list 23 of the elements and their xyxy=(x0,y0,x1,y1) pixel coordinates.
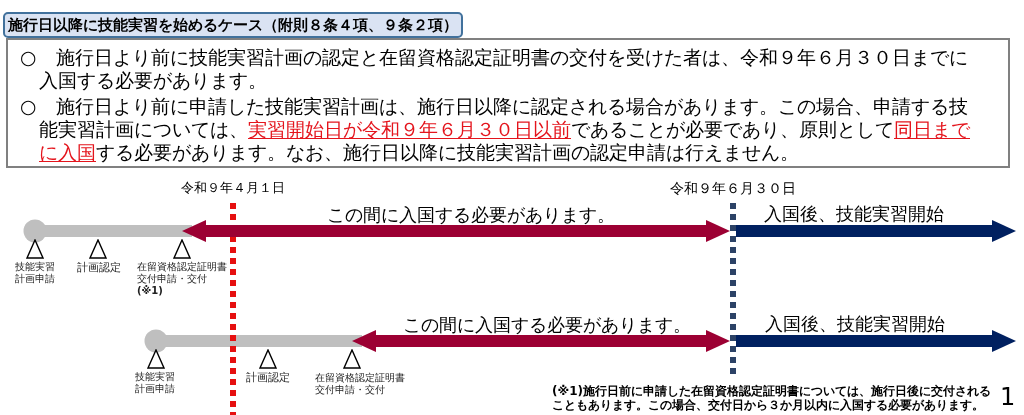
date-label: 令和９年６月３０日 xyxy=(670,180,796,196)
event-label: 在留資格認定証明書交付申請・交付 xyxy=(137,261,228,285)
event-label: 技能実習計画申請 xyxy=(135,371,176,395)
footnote-reference: (※1) xyxy=(137,285,163,297)
date-label: 令和９年４月１日 xyxy=(181,180,285,196)
event-label: 技能実習計画申請 xyxy=(15,261,56,285)
edge-label: 入国後、技能実習開始 xyxy=(764,203,944,225)
title-tab: 施行日以降に技能実習を始めるケース（附則８条４項、９条２項） xyxy=(3,12,463,38)
page-number: 1 xyxy=(1000,384,1016,410)
edge-label: この間に入国する必要があります。 xyxy=(403,314,691,336)
double-arrow xyxy=(182,220,730,242)
footnote: (※1)施行日前に申請した在留資格認定証明書については、施行日後に交付されることもあります。この場合、交付日から３か月以内に入国する必要があります。 xyxy=(552,384,992,412)
paragraph: ○ 施行日より前に技能実習計画の認定と在留資格認定証明書の交付を受けた者は、令和９年６月３０日までに入国する必要があります。 xyxy=(20,46,969,92)
event-label: 計画認定 xyxy=(77,261,121,273)
edge-label: 入国後、技能実習開始 xyxy=(765,313,945,335)
paragraph: ○ 施行日より前に申請した技能実習計画は、施行日以降に認定される場合があります。この場合、申請する技能実習計画については、実習開始日が令和９年６月３０日以前であることが必要であり、原則として同日までに入国する必要があります。なお、施行日以降に技能実習計画の認定申請は行えません。 xyxy=(20,95,971,164)
arrow xyxy=(736,220,1016,242)
double-arrow xyxy=(352,330,730,352)
event-label: 在留資格認定証明書交付申請・交付 xyxy=(315,371,406,395)
edge-label: この間に入国する必要があります。 xyxy=(327,204,615,226)
arrow xyxy=(736,330,1016,352)
notice-box xyxy=(6,38,1010,168)
event-label: 計画認定 xyxy=(246,371,290,383)
